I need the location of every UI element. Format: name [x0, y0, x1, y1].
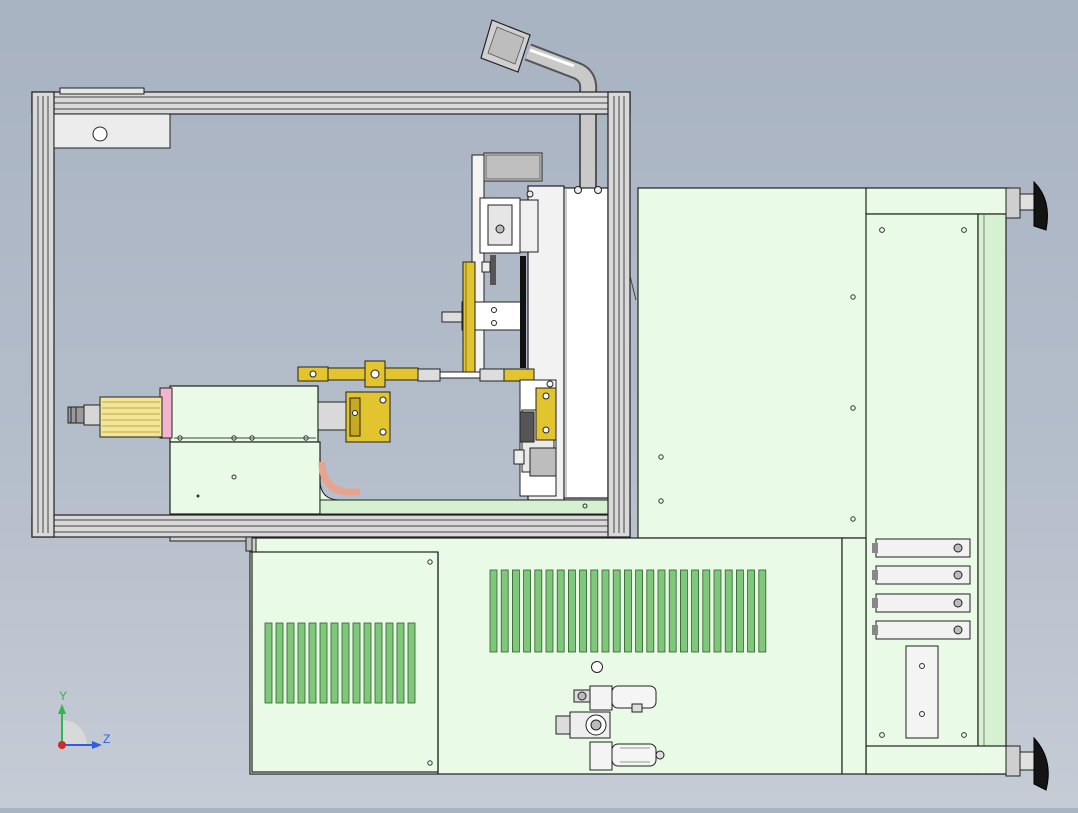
vent-slot	[352, 622, 361, 704]
z-axis-label: Z	[103, 732, 110, 746]
vent-slot	[512, 569, 520, 653]
leveling-foot-top[interactable]	[1005, 180, 1048, 231]
vent-slot	[264, 622, 273, 704]
vent-slot	[374, 622, 383, 704]
vent-slot	[646, 569, 655, 653]
vent-slot	[341, 622, 350, 704]
vent-slot	[713, 569, 722, 653]
vent-slot	[635, 569, 643, 653]
vent-slot	[702, 569, 711, 653]
vent-slot	[624, 569, 632, 653]
vent-slot	[363, 622, 372, 704]
axis-triad: Y Z	[58, 689, 110, 749]
leveling-foot-bottom[interactable]	[1005, 736, 1049, 791]
welder-body[interactable]	[67, 385, 531, 515]
vent-slot	[736, 569, 744, 653]
vent-slot	[724, 569, 733, 653]
handle-2	[872, 565, 971, 585]
cylinder-assembly[interactable]	[441, 152, 543, 376]
control-handles[interactable]	[872, 538, 971, 739]
vent-slot	[297, 622, 306, 704]
vent-slot	[579, 569, 587, 653]
upper-electrode-arm[interactable]	[297, 360, 535, 388]
x-axis-point	[58, 741, 66, 749]
vent-slot	[601, 569, 610, 653]
vent-slot	[758, 569, 767, 653]
vent-slots-right	[489, 569, 767, 653]
vent-slot	[747, 569, 755, 653]
handle-1	[872, 538, 971, 558]
right-clamp[interactable]	[513, 379, 557, 497]
y-axis-label: Y	[59, 689, 67, 703]
vent-slot	[680, 569, 688, 653]
brass-guide-rail[interactable]	[462, 261, 476, 375]
vent-slot	[275, 622, 284, 704]
vent-slot	[657, 569, 666, 653]
vent-slot	[691, 569, 699, 653]
profile-frame[interactable]	[31, 87, 631, 552]
vent-slot	[286, 622, 295, 704]
vent-slot	[556, 569, 565, 653]
vent-slot	[612, 569, 621, 653]
vent-slot	[523, 569, 531, 653]
vent-slot	[319, 622, 328, 704]
vent-slot	[534, 569, 543, 653]
vent-slot	[668, 569, 677, 653]
lower-electrode[interactable]	[317, 391, 391, 443]
vent-slot	[489, 569, 498, 653]
base-plate	[319, 499, 611, 515]
handle-4	[872, 620, 971, 640]
handle-3	[872, 593, 971, 613]
vent-slot	[385, 622, 394, 704]
vent-slot	[330, 622, 339, 704]
air-filter-regulator[interactable]	[555, 685, 665, 771]
vent-slot	[545, 569, 554, 653]
vent-slot	[568, 569, 576, 653]
vent-slots-left	[264, 622, 416, 704]
vent-slot	[407, 622, 416, 704]
vent-slot	[500, 569, 509, 653]
door-latch-plate	[905, 645, 939, 739]
vent-slot	[590, 569, 599, 653]
vent-slot	[308, 622, 317, 704]
vent-slot	[396, 622, 405, 704]
